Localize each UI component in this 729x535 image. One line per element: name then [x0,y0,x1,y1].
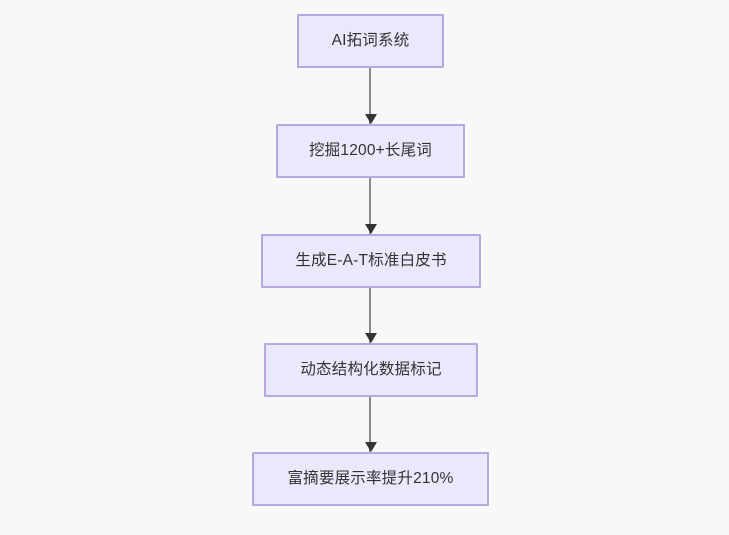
flow-node-label: AI拓词系统 [331,32,410,50]
arrowhead-down-icon [365,442,377,452]
arrowhead-down-icon [365,114,377,124]
flow-node-label: 挖掘1200+长尾词 [308,142,433,160]
flow-node-label: 动态结构化数据标记 [300,361,442,379]
arrowhead-down-icon [365,224,377,234]
flow-node-label: 生成E-A-T标准白皮书 [295,252,447,270]
flow-node-label: 富摘要展示率提升210% [287,470,454,488]
connector-line [369,288,371,343]
flow-node-ai-keyword-system[interactable]: AI拓词系统 [297,14,444,68]
flow-node-dynamic-structured-data-markup[interactable]: 动态结构化数据标记 [264,343,478,397]
flow-node-mine-longtail-keywords[interactable]: 挖掘1200+长尾词 [276,124,465,178]
flow-node-generate-eat-whitepaper[interactable]: 生成E-A-T标准白皮书 [261,234,481,288]
flow-node-rich-snippet-rate-increase[interactable]: 富摘要展示率提升210% [252,452,489,506]
connector-line [369,68,371,124]
connector-line [369,397,371,452]
connector-line [369,178,371,234]
arrowhead-down-icon [365,333,377,343]
